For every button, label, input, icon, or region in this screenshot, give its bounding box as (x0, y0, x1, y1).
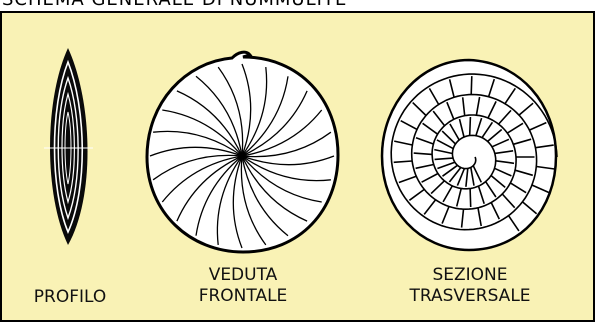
label-cross-section-line1: SEZIONE (390, 265, 550, 286)
label-front-view-line2: FRONTALE (178, 286, 308, 307)
label-cross-section: SEZIONE TRASVERSALE (390, 265, 550, 307)
chamber-wall (470, 117, 471, 136)
lens-profile-shell-icon (44, 48, 93, 245)
disc-shell-front-icon (147, 52, 338, 252)
label-front-view: VEDUTA FRONTALE (178, 265, 308, 307)
chamber-wall (471, 76, 472, 94)
label-front-view-line1: VEDUTA (178, 265, 308, 286)
label-cross-section-line2: TRASVERSALE (390, 286, 550, 307)
label-profile: PROFILO (22, 287, 118, 308)
spiral-cross-section-icon (382, 60, 557, 250)
chamber-wall (470, 189, 471, 208)
